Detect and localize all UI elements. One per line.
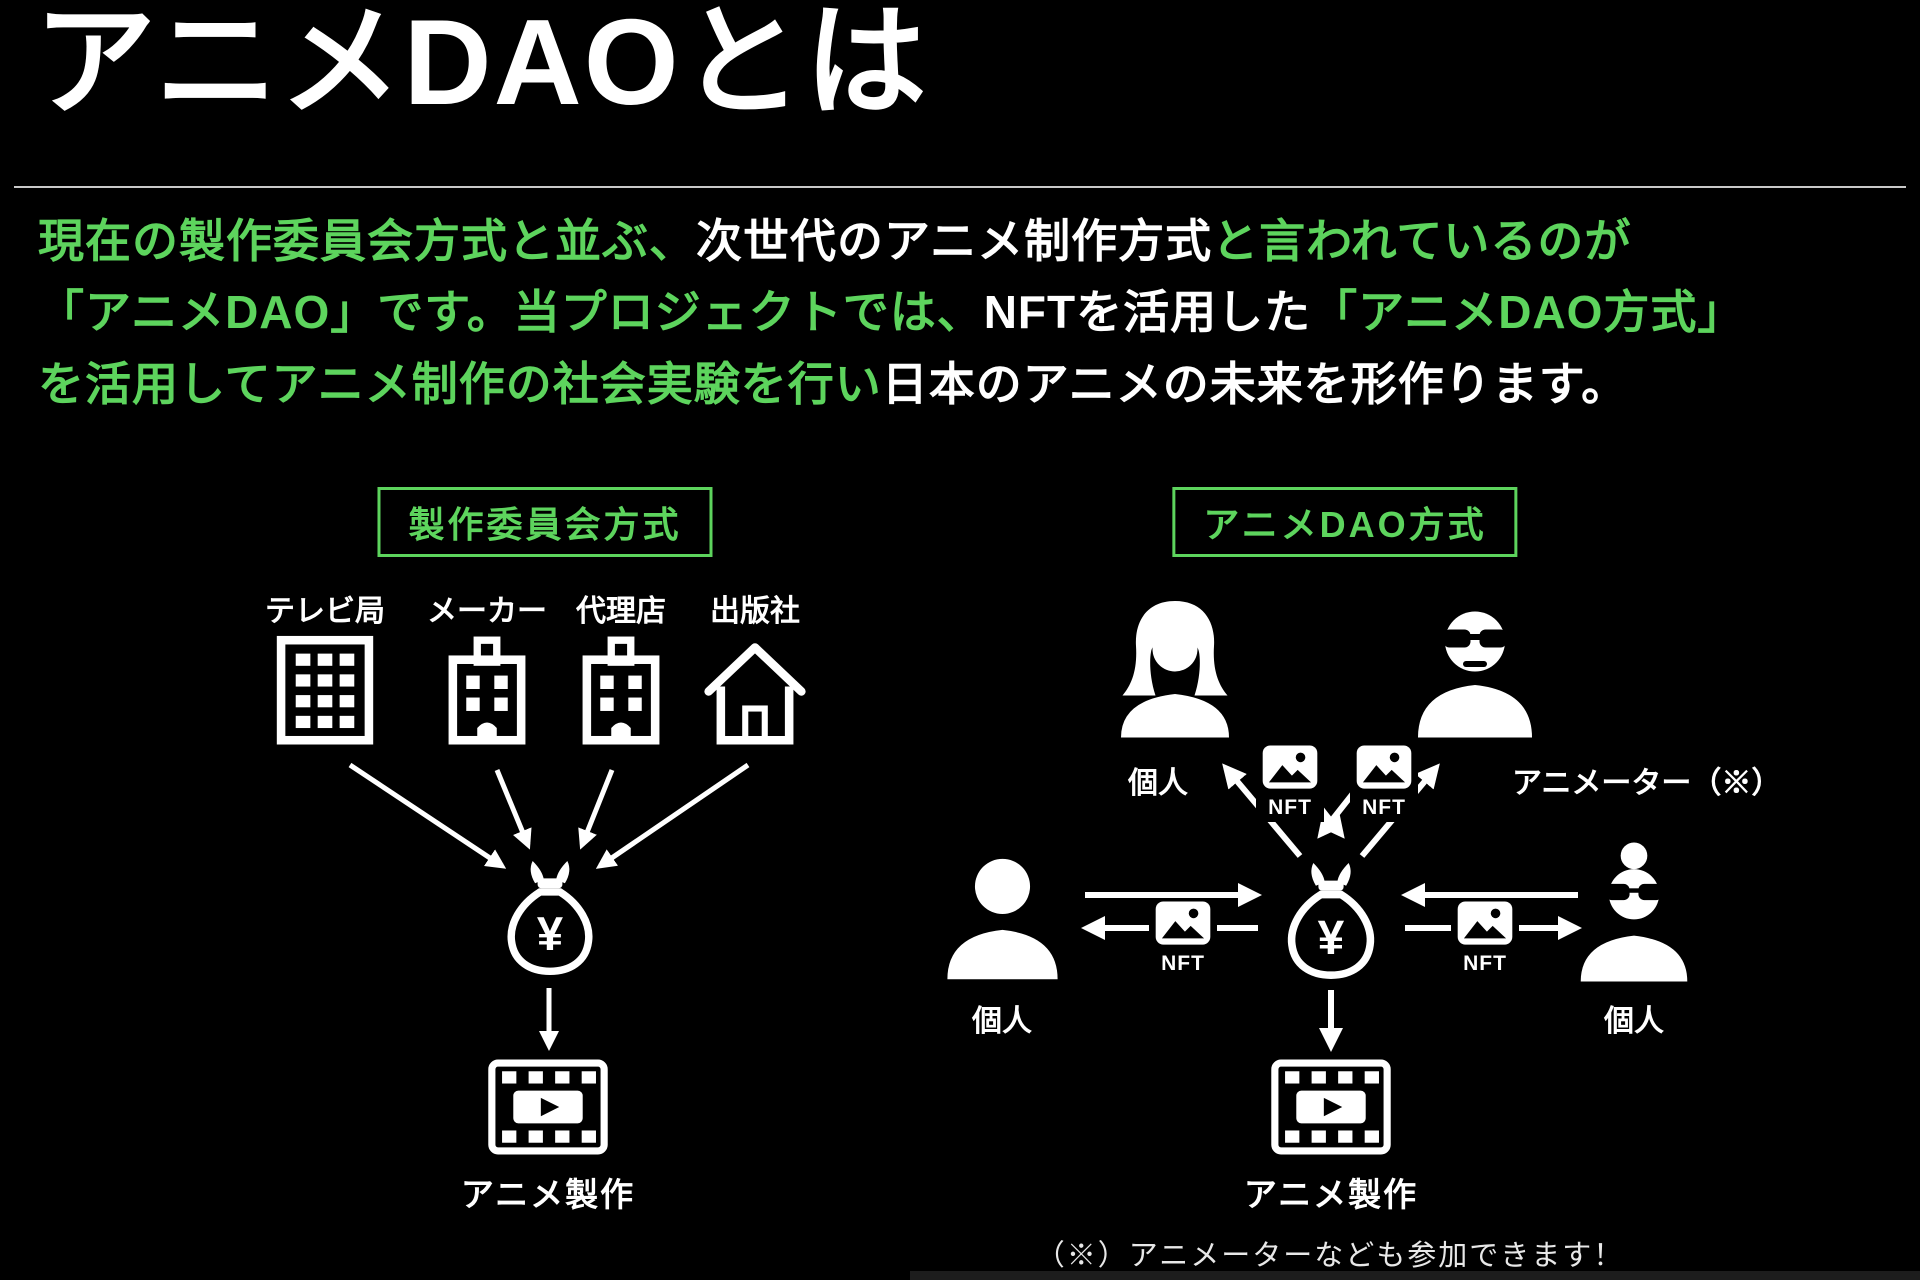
yen-symbol: ¥ <box>1318 912 1345 965</box>
intro-segment: 「アニメDAO方式」 <box>1311 286 1745 339</box>
arrow-line <box>348 762 507 869</box>
nft-token: NFT <box>1350 742 1418 822</box>
entity-label-tv: テレビ局 <box>265 595 385 628</box>
nft-image-icon <box>1262 745 1318 789</box>
nft-token: NFT <box>1256 742 1324 822</box>
arrow-line <box>578 769 615 850</box>
person-individual-icon <box>947 858 1058 980</box>
committee-method-header: 製作委員会方式 <box>377 487 713 557</box>
dao-output-label: アニメ製作 <box>1243 1176 1419 1213</box>
person-woman-bun-icon <box>1580 842 1688 982</box>
page-title: アニメDAOとは <box>34 0 929 130</box>
participant-label-animator: アニメーター（※） <box>1512 767 1782 800</box>
money-bag-icon: ¥ <box>1287 863 1375 979</box>
company-building-icon <box>448 636 526 745</box>
nft-image-icon <box>1155 901 1211 945</box>
nft-image-icon <box>1356 745 1412 789</box>
footnote: （※）アニメーターなども参加できます！ <box>1035 1240 1625 1272</box>
entity-label-agency: 代理店 <box>576 595 666 628</box>
intro-segment: 次世代のアニメ制作方式 <box>696 215 1213 267</box>
yen-symbol: ¥ <box>537 907 563 960</box>
participant-label-left: 個人 <box>972 1005 1032 1038</box>
committee-output-label: アニメ製作 <box>460 1176 636 1213</box>
dao-method-header: アニメDAO方式 <box>1172 487 1518 557</box>
intro-segment: NFTを活用した <box>983 286 1312 339</box>
bottom-edge-strip <box>910 1271 1920 1280</box>
anime-production-icon <box>488 1059 608 1155</box>
participant-label-right: 個人 <box>1604 1005 1664 1038</box>
agency-building-icon <box>582 636 660 745</box>
publisher-house-icon <box>704 643 806 745</box>
nft-token: NFT <box>1149 898 1217 978</box>
arrow-line <box>595 762 750 869</box>
intro-segment: 「アニメDAO」です。当プロジェクトでは、 <box>38 286 984 339</box>
intro-segment: を活用してアニメ制作の社会実験を行い <box>38 357 882 410</box>
nft-label: NFT <box>1268 796 1312 819</box>
nft-label: NFT <box>1161 952 1205 975</box>
intro-paragraph: 現在の製作委員会方式と並ぶ、次世代のアニメ制作方式と言われているのが「アニメDA… <box>38 206 1894 420</box>
nft-label: NFT <box>1463 952 1507 975</box>
money-bag-icon: ¥ <box>507 860 593 976</box>
office-building-icon <box>276 635 374 745</box>
arrow-line <box>494 769 532 850</box>
person-woman-icon <box>1121 601 1229 738</box>
entity-label-maker: メーカー <box>427 595 547 628</box>
intro-segment: と言われているのが <box>1212 215 1632 267</box>
title-divider <box>14 186 1906 188</box>
intro-segment: 日本のアニメの未来を形作ります。 <box>881 357 1629 410</box>
intro-segment: 現在の製作委員会方式と並ぶ、 <box>38 215 696 267</box>
participant-label-top-left: 個人 <box>1128 767 1188 800</box>
person-animator-icon <box>1418 611 1532 738</box>
nft-token: NFT <box>1451 898 1519 978</box>
nft-label: NFT <box>1362 796 1406 819</box>
nft-image-icon <box>1457 901 1513 945</box>
anime-production-icon <box>1271 1059 1391 1155</box>
entity-label-publisher: 出版社 <box>710 595 800 628</box>
